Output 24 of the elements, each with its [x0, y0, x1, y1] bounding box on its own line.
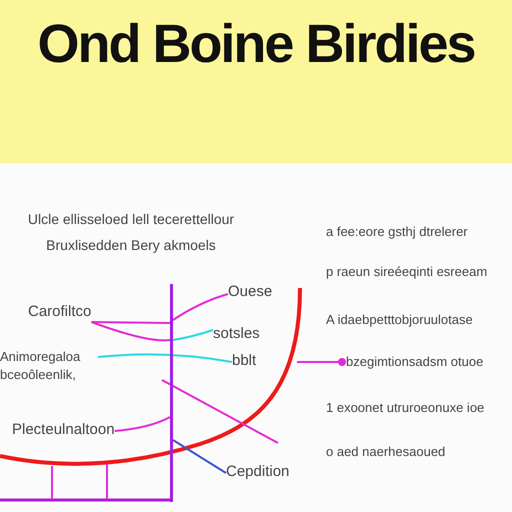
list-item: o aed naerhesaoued [326, 443, 446, 461]
axis-label: Animoregaloa bceoôleenlik, [0, 348, 98, 384]
list-item: p raeun sireéeqinti esreeam [326, 263, 488, 281]
axis-label: sotsles [213, 324, 260, 344]
axis-label: Plecteulnaltoon [12, 420, 115, 440]
leader-line [172, 293, 228, 321]
leader-line [91, 321, 170, 324]
leader-line [91, 321, 170, 342]
leader-line [172, 329, 214, 341]
axis-label: Ouese [228, 282, 272, 302]
title: Ond Boine Birdies [37, 13, 475, 76]
list-item: A idaebpetttobjoruulotase [326, 311, 474, 329]
list-item: 1 exoonet utruroeonuxe ioe [326, 399, 486, 417]
leader-line [172, 439, 227, 474]
leader-line [98, 353, 232, 363]
axis-label: bblt [232, 351, 256, 371]
vertical-axis [170, 284, 173, 502]
list-item: a fee:eore gsthj dtrelerer [326, 223, 469, 241]
connector [297, 358, 346, 366]
leader-line [114, 416, 170, 432]
axis-label: bzegimtionsadsm otuoe [346, 353, 510, 371]
axis-label: Cepdition [226, 462, 290, 482]
heading-text: Ulcle ellisseloed lell tecerettellour Bruxlisedden Bery akmoels [26, 210, 236, 255]
axis-label: Carofiltco [28, 302, 92, 322]
